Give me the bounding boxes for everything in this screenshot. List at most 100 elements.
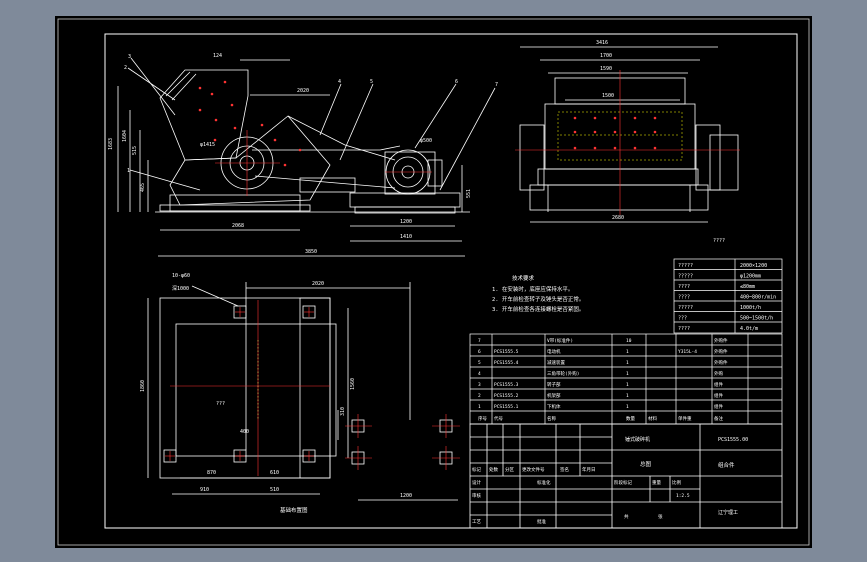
parts-cell: 10 — [626, 338, 632, 344]
parts-cell: 6 — [478, 349, 481, 355]
dim-bottom-right: 510 — [270, 487, 279, 493]
title-mark-5: 签名 — [560, 466, 569, 473]
parts-cell: Y315L-4 — [678, 349, 697, 355]
title-mark-2: 处数 — [489, 466, 498, 473]
parts-cell: 2 — [478, 393, 481, 399]
spec-label: ???? — [678, 295, 690, 301]
callout-1: 1 — [127, 168, 130, 174]
callout-2: 2 — [124, 65, 127, 71]
drive-belt-diagonal — [287, 115, 396, 161]
spec-label: ????? — [678, 305, 693, 311]
foundation-center-mark: ??? — [216, 401, 225, 407]
title-process: 工艺 — [472, 519, 481, 525]
parts-cell: 1 — [626, 349, 629, 355]
drawing-paper — [55, 16, 812, 548]
parts-header: 单件重 — [678, 415, 692, 422]
parts-cell: V带(标准件) — [547, 337, 573, 344]
title-stage: 阶段标记 — [614, 479, 632, 486]
spec-value: 400~800r/min — [740, 295, 776, 301]
bearing-right — [695, 124, 721, 191]
callout-5: 5 — [370, 79, 373, 85]
dim-end-base: 2680 — [612, 215, 624, 221]
title-assembly-label: 组合件 — [718, 461, 735, 469]
title-mark-1: 标记 — [472, 466, 481, 473]
end-footing — [529, 184, 709, 211]
end-motor — [709, 134, 739, 191]
hopper-plate — [165, 71, 197, 101]
title-mark-3: 分区 — [505, 466, 514, 473]
dim-overall-length: 3850 — [305, 249, 317, 255]
end-centerlines — [515, 70, 740, 215]
spec-value: 2000×1200 — [740, 263, 767, 269]
motor-base-lower — [354, 206, 456, 214]
end-view-note: ???? — [713, 238, 725, 244]
spec-table-rows: ?????2000×1200?????φ1200mm????≤80mm????4… — [678, 263, 776, 332]
parts-header: 名称 — [547, 415, 556, 422]
bearing-left — [519, 124, 545, 191]
parts-list-grid — [469, 333, 783, 425]
title-check: 审核 — [472, 492, 481, 499]
spec-table — [673, 258, 783, 334]
spec-label: ???? — [678, 284, 690, 290]
callout-4: 4 — [338, 79, 341, 85]
parts-cell: 1 — [478, 404, 481, 410]
dim-sub-h2: 515 — [132, 146, 138, 155]
parts-cell: PCS1555.1 — [494, 404, 519, 410]
dim-sub-h1: 1604 — [122, 130, 128, 142]
dim-end-frame: 1700 — [600, 53, 612, 59]
parts-cell: 7 — [478, 338, 481, 344]
title-sheet: 共 — [624, 513, 629, 520]
title-scale: 比例 — [672, 479, 681, 486]
dim-detail-width: 1200 — [400, 493, 412, 499]
title-standard: 标准化 — [537, 479, 551, 486]
title-company: 辽宁理工 — [718, 509, 738, 516]
parts-cell: PCS1555.5 — [494, 349, 519, 355]
hammer-marks — [198, 80, 302, 167]
parts-header: 备注 — [714, 415, 723, 422]
parts-cell: PCS1555.4 — [494, 360, 519, 366]
parts-cell: 减速装置 — [547, 359, 565, 366]
parts-header: 代号 — [494, 415, 503, 422]
motor-cap — [427, 159, 443, 187]
parts-header: 序号 — [478, 415, 487, 422]
parts-cell: 4 — [478, 371, 481, 377]
parts-cell: 组件 — [714, 381, 723, 388]
crusher-body — [169, 115, 331, 206]
dim-bottom-left: 910 — [200, 487, 209, 493]
dim-foundation-top: 2020 — [312, 281, 324, 287]
dim-end-inner: 1590 — [600, 66, 612, 72]
tech-item-3: 3. 开车前检查各连接螺栓是否紧固。 — [492, 305, 584, 313]
spec-value: 4.0t/m — [740, 326, 758, 332]
foundation-right-block — [299, 297, 331, 479]
title-block-grid — [469, 423, 783, 529]
tech-item-1: 1. 在安装时，底座应保持水平。 — [492, 285, 573, 293]
dim-end-rotor: 1500 — [602, 93, 614, 99]
dim-rotor: φ1415 — [200, 142, 215, 148]
foundation-inner — [175, 323, 337, 457]
title-approve: 批准 — [537, 518, 546, 525]
spec-value: 500~1500t/h — [740, 316, 773, 322]
parts-header: 数量 — [626, 415, 635, 422]
callout-7: 7 — [495, 82, 498, 88]
spec-value: ≤80mm — [740, 284, 755, 290]
dim-foundation-center: 400 — [240, 429, 249, 435]
dim-motor-base: 1200 — [400, 219, 412, 225]
dim-end-overall: 3416 — [596, 40, 608, 46]
parts-cell: PCS1555.2 — [494, 393, 519, 399]
spec-label: ???? — [678, 326, 690, 332]
title-drawing-title: 总图 — [640, 460, 652, 468]
tech-title: 技术要求 — [512, 274, 535, 282]
bolt-note: 10-φ60 — [172, 273, 190, 279]
dim-top-small: 124 — [213, 53, 222, 59]
parts-cell: 外购件 — [714, 359, 728, 366]
drive-belt-upper — [252, 145, 401, 151]
parts-header: 材料 — [648, 415, 657, 422]
spec-label: ????? — [678, 274, 693, 280]
inner-border — [104, 33, 798, 529]
foundation-view — [147, 282, 458, 501]
drive-belt-lower — [254, 175, 396, 189]
parts-cell: 电动机 — [547, 348, 561, 355]
title-design: 设计 — [472, 479, 481, 486]
